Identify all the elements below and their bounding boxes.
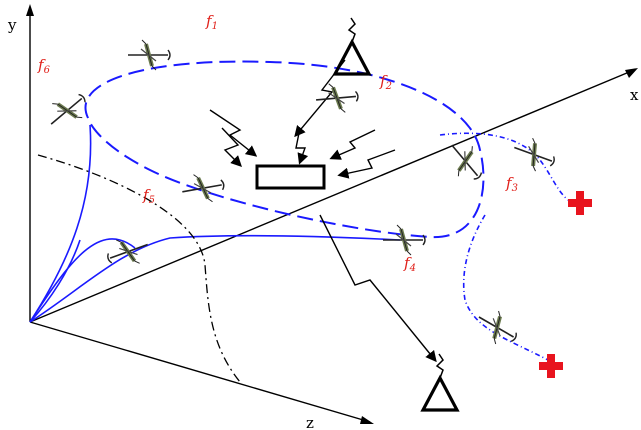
- comm-links: [209, 59, 437, 363]
- label-f4: f4: [403, 254, 416, 274]
- link-e: [337, 149, 396, 179]
- branch-lower: [462, 214, 549, 361]
- uav-icon: [177, 167, 229, 209]
- red-cross-icon: [568, 191, 592, 215]
- y-axis-label: y: [7, 16, 17, 34]
- y-axis-arrow: [26, 4, 34, 16]
- uav-icon: [381, 223, 427, 257]
- uav-icon: [312, 79, 362, 117]
- control-center-icon: [255, 164, 326, 190]
- triangle-antenna-icon: [421, 352, 459, 412]
- link-bottom-station: [319, 214, 437, 363]
- label-f2: f2: [379, 72, 392, 92]
- trajectory-inner: [29, 239, 81, 323]
- formation-orbit: [84, 60, 485, 239]
- triangle-antenna-icon: [333, 16, 371, 76]
- link-a: [209, 109, 258, 157]
- z-axis-label: z: [306, 414, 314, 430]
- trajectory-to-f6: [29, 124, 92, 323]
- uav-icon: [101, 228, 155, 275]
- branch-upper: [439, 132, 579, 206]
- uav-icon: [507, 131, 561, 178]
- axes: y x z: [7, 4, 639, 430]
- label-f1: f1: [205, 12, 218, 32]
- label-f3: f3: [505, 174, 518, 194]
- target-branches: [439, 132, 579, 361]
- trajectory-to-f5: [29, 238, 136, 323]
- link-c: [295, 127, 309, 165]
- x-axis-arrow: [625, 68, 638, 78]
- link-d: [329, 129, 376, 160]
- z-axis: [29, 321, 371, 423]
- link-b: [221, 127, 242, 167]
- z-axis-arrow: [360, 416, 374, 424]
- uav-icon: [126, 38, 172, 72]
- x-axis: [29, 69, 635, 323]
- trajectory-to-f4: [29, 235, 401, 323]
- approach-trajectories: [29, 124, 401, 323]
- label-f5: f5: [142, 186, 155, 206]
- x-axis-label: x: [630, 86, 639, 104]
- reference-path: [37, 154, 241, 383]
- formation-labels: f1 f2 f3 f4 f5 f6: [37, 12, 518, 274]
- label-f6: f6: [37, 56, 51, 76]
